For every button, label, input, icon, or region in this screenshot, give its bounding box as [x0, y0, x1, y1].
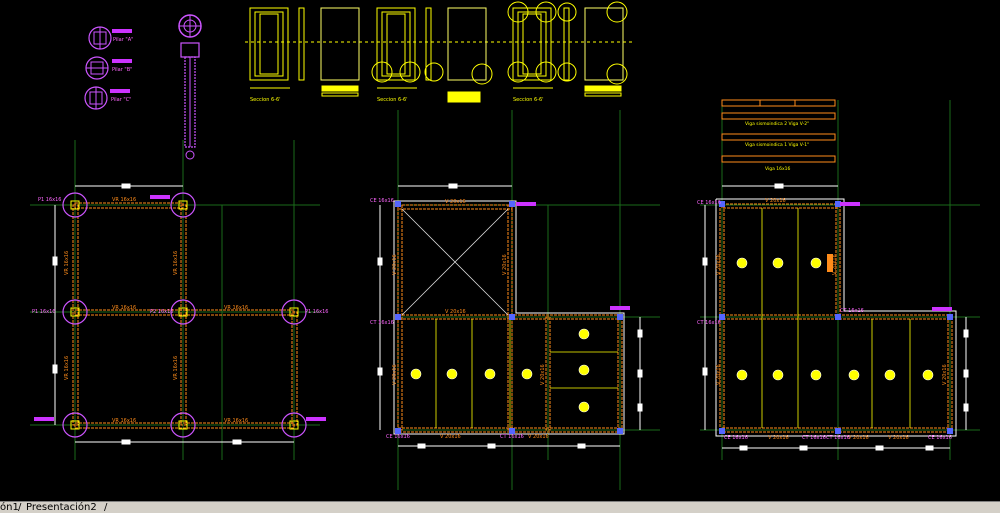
tab-separator: / [104, 502, 108, 513]
p3-v-right: V 20x16 [832, 254, 838, 275]
plan-2-slab: CE 16x16 CT 16x16 V 20x16 V 20x16 V 20x1… [370, 183, 643, 449]
p1-beam-bot-left: VR 16x16 [112, 418, 136, 424]
p3-v-left: V 20x16 [716, 254, 722, 275]
p2-beam-mid: V 20x16 [445, 309, 466, 315]
p1-beam-bot-right: VR 16x16 [224, 418, 248, 424]
p3-ct-mid: CT 16x16 [840, 308, 864, 314]
p2-v-mid: V 20x16 [540, 364, 546, 385]
section-3-label: Seccion 6-6' [513, 97, 544, 103]
p3-beam-bot-3: V 20x16 [888, 435, 909, 441]
viga-details: Viga sismoindica 2 Viga V-2" Viga sismoi… [721, 99, 836, 172]
viga-b-label: Viga sismoindica 1 Viga V-1" [745, 142, 809, 148]
section-details: Seccion 6-6' Seccion 6-6' Seccion 6-6' [249, 1, 628, 103]
p3-ct-b1: CT 16x16 [802, 435, 826, 441]
p3-beam-top: V 20x16 [765, 198, 786, 204]
cad-drawing: Pilar "A" Pilar "B" Pilar "C" [30, 1, 980, 490]
plan-3-slab: CE 16x16 CT 16x16 CT 16x16 V 20x16 V 20x… [697, 183, 969, 451]
tab-separator: / [18, 502, 22, 513]
p2-v-left2: V 20x16 [392, 364, 398, 385]
tab-presentacion2[interactable]: Presentación2 [26, 502, 97, 513]
viga-a-label: Viga sismoindica 2 Viga V-2" [745, 121, 809, 127]
section-2-label: Seccion 6-6' [377, 97, 408, 103]
p2-beam-bot-left: V 20x16 [440, 434, 461, 440]
pilar-b-label: Pilar "B" [112, 67, 132, 73]
p3-beam-bot-1: V 20x16 [768, 435, 789, 441]
section-1-label: Seccion 6-6' [250, 97, 281, 103]
p3-v-left2: V 20x16 [716, 364, 722, 385]
p2-ct-bot: CT 16x16 [500, 434, 524, 440]
p1-col-mid-right: P1 16x16 [305, 309, 328, 315]
pilar-details: Pilar "A" Pilar "B" Pilar "C" [84, 26, 133, 110]
p3-ct-b2: CT 16x16 [826, 435, 850, 441]
p1-beam-mid-center: P2 16x16 [150, 309, 173, 315]
pilar-a-detail: Pilar "A" [88, 26, 133, 50]
p1-vert-2: VR 16x16 [173, 251, 179, 275]
p2-v-left: V 20x16 [392, 254, 398, 275]
pilar-c-detail: Pilar "C" [84, 86, 131, 110]
pilar-a-label: Pilar "A" [113, 37, 133, 43]
p2-beam-top: V 20x16 [445, 199, 466, 205]
p3-beam-bot-2: V 20x16 [848, 435, 869, 441]
pilar-b-detail: Pilar "B" [85, 56, 132, 80]
p1-vert-4: VR 16x16 [173, 356, 179, 380]
tab-presentacion1[interactable]: ón1 [0, 502, 19, 513]
p1-col-top-left: P1 16x16 [38, 197, 61, 203]
rebar-elevation [178, 14, 202, 160]
drawing-canvas[interactable]: Pilar "A" Pilar "B" Pilar "C" [0, 0, 1000, 501]
p1-col-mid-left: P1 16x16 [32, 309, 55, 315]
p2-ct-mid: CT 16x16 [370, 320, 394, 326]
pilar-c-label: Pilar "C" [111, 97, 131, 103]
plan-1-columns-beams: VR 16x16 VR 16x16 VR 16x16 VR 16x16 VR 1… [32, 183, 328, 445]
p3-ce-br: CE 16x16 [928, 435, 952, 441]
p1-beam-top: VR 16x16 [112, 197, 136, 203]
viga-c-label: Viga 16x16 [765, 166, 791, 172]
p3-ce-bl: CE 16x16 [724, 435, 748, 441]
p1-beam-mid-right: VR 16x16 [224, 305, 248, 311]
p1-vert-3: VR 16x16 [64, 356, 70, 380]
p3-ce-top: CE 16x16 [697, 200, 721, 206]
p2-beam-bot-right: V 20x16 [528, 434, 549, 440]
p2-v-right: V 20x16 [502, 254, 508, 275]
p1-vert-1: VR 16x16 [64, 251, 70, 275]
p2-ce-top: CE 16x16 [370, 198, 394, 204]
p1-beam-mid-left: VR 16x16 [112, 305, 136, 311]
p3-v-right2: V 20x16 [942, 364, 948, 385]
p2-ce-bot-left: CE 16x16 [386, 434, 410, 440]
layout-tabs-bar: ón1 / Presentación2 / [0, 501, 1000, 513]
p3-ct-left: CT 16x16 [697, 320, 721, 326]
